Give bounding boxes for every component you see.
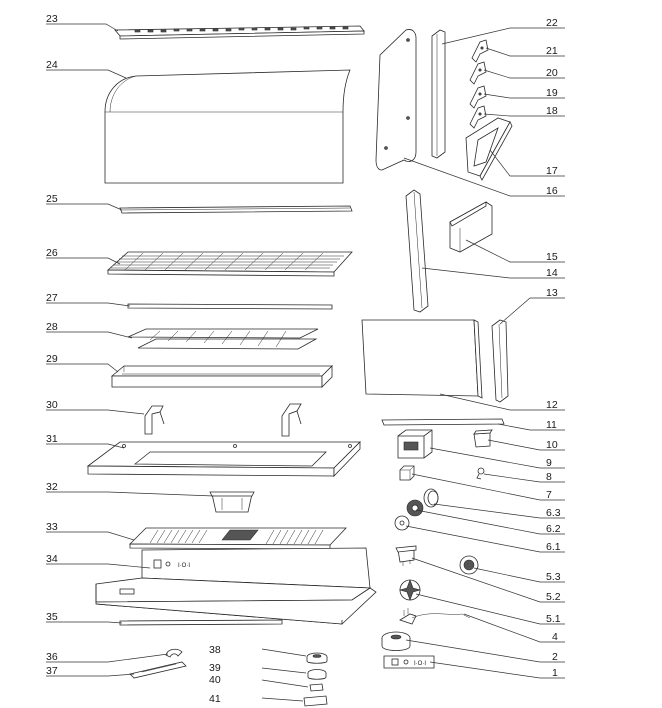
label-40: 40 (209, 674, 221, 686)
label-29: 29 (46, 353, 58, 365)
part-5-2-thermostat (395, 545, 417, 566)
part-36-hook (165, 648, 183, 658)
label-1: 1 (552, 667, 558, 679)
leader-lines (46, 23, 565, 702)
label-37: 37 (46, 665, 58, 677)
label-24: 24 (46, 59, 58, 71)
label-15: 15 (546, 251, 558, 263)
part-32-cup (209, 491, 255, 513)
part-10-small-cup (473, 429, 493, 448)
label-13: 13 (546, 287, 558, 299)
part-27-rod (127, 303, 333, 310)
label-10: 10 (546, 439, 558, 451)
part-26-grill-rack (106, 251, 353, 277)
part-41-plate (303, 695, 328, 707)
label-14: 14 (546, 267, 558, 279)
part-34-base-housing: I·O·I (95, 547, 377, 625)
label-6-1: 6.1 (546, 541, 561, 553)
label-33: 33 (46, 521, 58, 533)
svg-text:I·O·I: I·O·I (178, 563, 190, 569)
label-9: 9 (546, 457, 552, 469)
part-29-tray (110, 365, 333, 388)
label-18: 18 (546, 105, 558, 117)
part-17-square-frame (465, 117, 513, 181)
label-31: 31 (46, 433, 58, 445)
part-30-brackets (144, 403, 302, 437)
part-22-vertical-rail (431, 29, 446, 159)
part-15-filter-box (449, 201, 493, 253)
part-33-vent-panel (129, 527, 347, 550)
label-34: 34 (46, 553, 58, 565)
label-5-3: 5.3 (546, 571, 561, 583)
label-23: 23 (46, 13, 58, 25)
label-6-2: 6.2 (546, 523, 561, 535)
part-28-heating-element (127, 328, 319, 350)
part-38-knob (306, 652, 328, 664)
label-5-1: 5.1 (546, 613, 561, 625)
label-11: 11 (546, 419, 557, 431)
part-11-strip (381, 418, 505, 426)
part-21-clip (471, 39, 489, 63)
part-2-motor (381, 631, 411, 651)
part-5-3-dial (459, 555, 479, 575)
part-12-panel (361, 319, 483, 399)
part-4-power-cord (399, 608, 471, 625)
label-32: 32 (46, 481, 58, 493)
label-2: 2 (552, 651, 558, 663)
label-39: 39 (209, 662, 221, 674)
label-6-3: 6.3 (546, 507, 561, 519)
part-25-bar (119, 205, 353, 214)
part-24-curved-glass (104, 69, 351, 184)
label-19: 19 (546, 87, 558, 99)
label-17: 17 (546, 165, 558, 177)
part-8-screw (476, 467, 485, 480)
label-21: 21 (546, 45, 558, 57)
part-16-side-glass (375, 29, 417, 171)
part-6-3-disc (423, 488, 439, 508)
part-6-1-washer (394, 515, 410, 531)
label-38: 38 (209, 644, 221, 656)
part-13-thin-rail (491, 319, 509, 403)
label-7: 7 (546, 489, 552, 501)
label-41: 41 (209, 693, 221, 705)
part-31-frame (86, 441, 361, 477)
label-16: 16 (546, 185, 558, 197)
part-5-1-fan (398, 579, 422, 601)
part-35-long-rod (119, 619, 283, 626)
label-20: 20 (546, 67, 558, 79)
label-27: 27 (46, 292, 58, 304)
part-19-clip (469, 85, 487, 109)
label-36: 36 (46, 651, 58, 663)
label-12: 12 (546, 399, 558, 411)
part-40-clip (309, 683, 324, 692)
label-30: 30 (46, 399, 58, 411)
part-6-2-gear (406, 499, 424, 517)
label-28: 28 (46, 321, 58, 333)
label-5-2: 5.2 (546, 591, 561, 603)
part-18-clip (469, 105, 487, 129)
part-1-control-plate: I·O·I (383, 655, 435, 669)
part-37-handle (129, 661, 187, 679)
label-35: 35 (46, 611, 58, 623)
part-23-top-strip (114, 25, 365, 40)
label-25: 25 (46, 193, 58, 205)
part-14-tall-rail (405, 189, 429, 313)
part-7-block (399, 465, 415, 481)
part-39-knob (307, 669, 327, 680)
part-9-box (397, 429, 433, 459)
label-8: 8 (546, 471, 552, 483)
part-20-clip (469, 61, 487, 85)
svg-text:I·O·I: I·O·I (414, 661, 426, 667)
label-22: 22 (546, 17, 558, 29)
part-labels: 23 24 25 26 27 28 29 30 31 32 33 34 35 3… (46, 13, 561, 705)
label-4: 4 (552, 631, 558, 643)
label-26: 26 (46, 247, 58, 259)
